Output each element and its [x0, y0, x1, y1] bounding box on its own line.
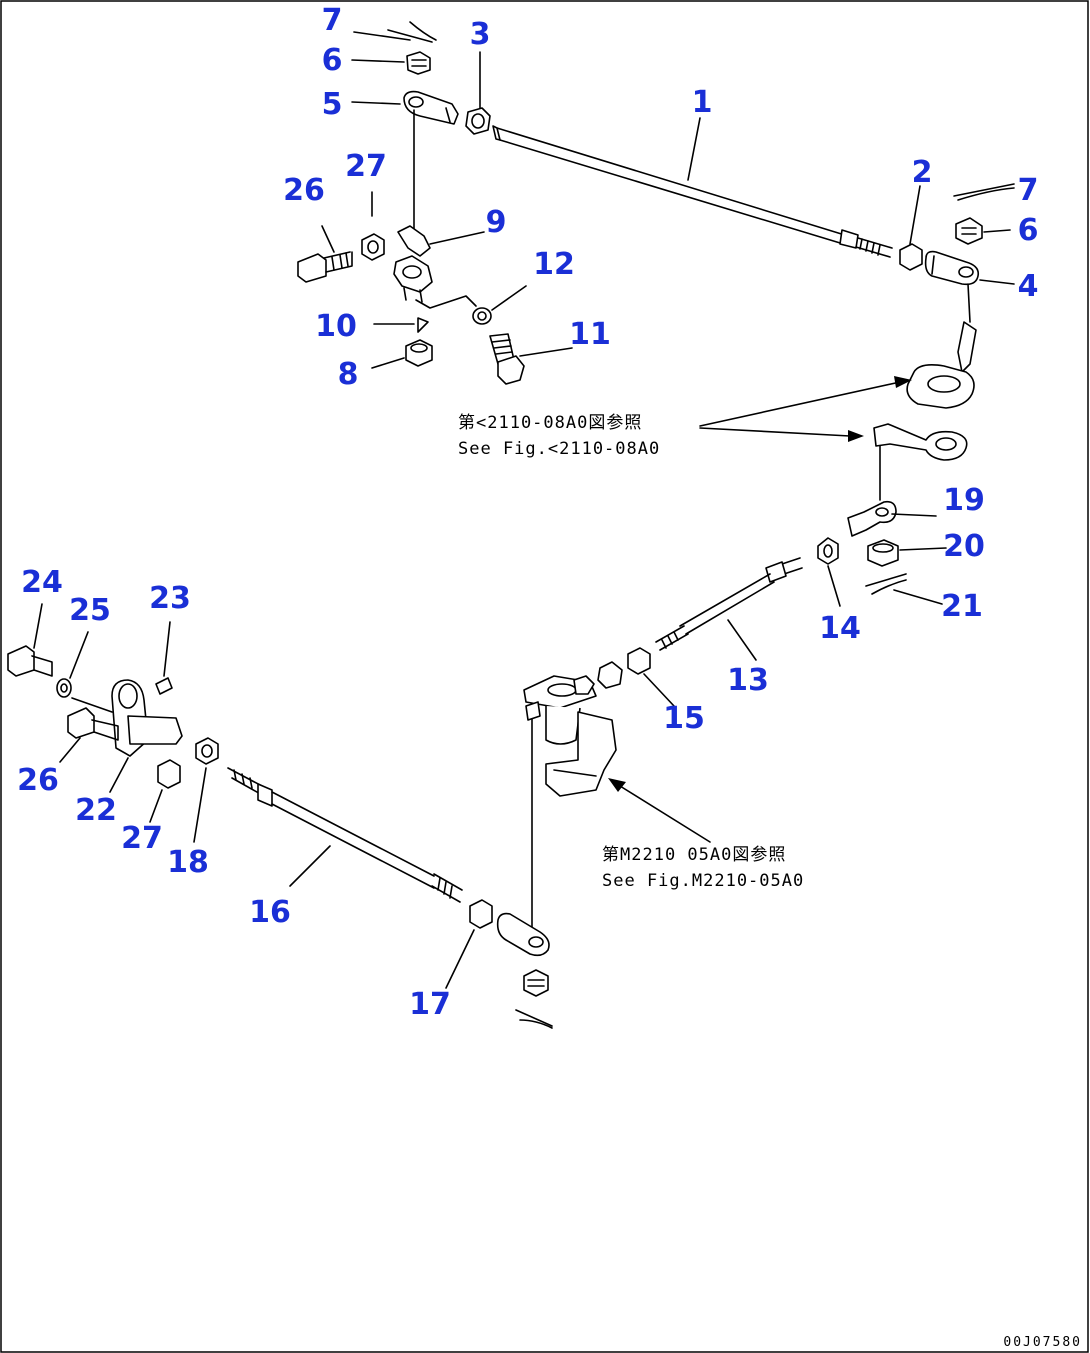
- adjusting-rod-13: [655, 557, 803, 651]
- nut-3-icon: [465, 107, 491, 135]
- castle-nut-bottom-icon: [523, 969, 549, 997]
- callout-22: 22: [75, 793, 117, 828]
- nut-20-icon: [867, 539, 899, 567]
- callout-16: 16: [249, 895, 291, 930]
- leader-lines: [33, 31, 1015, 989]
- cotter-pin-7-right-icon: [953, 183, 1015, 201]
- callout-14: 14: [819, 611, 861, 646]
- callout-27-upper: 27: [345, 149, 387, 184]
- callout-9: 9: [486, 205, 507, 240]
- callout-numbers: 7 6 5 3 1 2 7 6 4 27 26 9 12 10 11 8 19 …: [17, 3, 1038, 1022]
- pin-10-icon: [417, 317, 429, 333]
- reference-notes: 第<2110-08A0図参照 See Fig.<2110-08A0 第M2210…: [458, 413, 804, 891]
- lever-9-icon: [393, 225, 433, 303]
- drawing-code: 00J07580: [1003, 1335, 1082, 1350]
- callout-7-upper: 7: [322, 3, 343, 38]
- pitman-arm-icon: [873, 423, 968, 501]
- nut-27-lower-icon: [157, 759, 181, 789]
- upper-linkage: [297, 21, 1015, 501]
- callout-24: 24: [21, 565, 63, 600]
- callout-20: 20: [943, 529, 985, 564]
- callout-27-lower: 27: [121, 821, 163, 856]
- rod-end-4-icon: [924, 250, 980, 286]
- callout-13: 13: [727, 663, 769, 698]
- nut-17-icon: [469, 899, 493, 929]
- bolt-11-icon: [489, 333, 525, 385]
- washer-25-icon: [56, 678, 72, 698]
- callout-21: 21: [941, 589, 983, 624]
- callout-8: 8: [338, 357, 359, 392]
- callout-23: 23: [149, 581, 191, 616]
- callout-25: 25: [69, 593, 111, 628]
- callout-5: 5: [322, 87, 343, 122]
- reference-note-2-en: See Fig.M2210-05A0: [602, 871, 804, 891]
- cotter-pin-bottom-icon: [515, 1009, 553, 1029]
- nut-15-icon: [627, 647, 651, 675]
- callout-3: 3: [470, 17, 491, 52]
- tie-rod-upper: [492, 125, 893, 258]
- reference-note-1-en: See Fig.<2110-08A0: [458, 439, 660, 459]
- reference-note-1-jp: 第<2110-08A0図参照: [458, 413, 642, 433]
- nut-18-icon: [195, 737, 219, 765]
- bracket-22-icon: [71, 679, 183, 757]
- callout-11: 11: [569, 317, 611, 352]
- rod-end-bottom-icon: [496, 912, 550, 957]
- bracket-icon: [523, 675, 617, 797]
- callout-18: 18: [167, 845, 209, 880]
- callout-1: 1: [692, 85, 713, 120]
- nut-14-icon: [817, 537, 839, 565]
- callout-26-lower: 26: [17, 763, 59, 798]
- bolt-26-lower-icon: [67, 707, 119, 741]
- callout-7-right: 7: [1018, 173, 1039, 208]
- middle-linkage: [523, 500, 907, 939]
- rod-end-5-icon: [403, 90, 459, 125]
- nut-2-icon: [899, 243, 923, 271]
- callout-19: 19: [943, 483, 985, 518]
- washer-12-icon: [472, 307, 492, 325]
- callout-12: 12: [533, 247, 575, 282]
- tie-rod-lower: [227, 767, 463, 903]
- cotter-pin-7-icon: [387, 21, 437, 43]
- callout-2: 2: [912, 155, 933, 190]
- callout-4: 4: [1018, 269, 1039, 304]
- nut-8-icon: [405, 339, 433, 367]
- rod-end-19-icon: [847, 500, 897, 537]
- reference-note-2-jp: 第M2210 05A0図参照: [602, 845, 786, 865]
- lower-linkage: [7, 645, 553, 1029]
- cotter-pin-21-icon: [865, 573, 907, 595]
- reference-arrows: [608, 376, 912, 843]
- bolt-24-icon: [7, 645, 53, 677]
- callout-15: 15: [663, 701, 705, 736]
- steering-arm-icon: [906, 321, 977, 409]
- callout-17: 17: [409, 987, 451, 1022]
- castle-nut-6-right-icon: [955, 217, 983, 245]
- callout-6-right: 6: [1018, 213, 1039, 248]
- pin-23-icon: [155, 677, 173, 695]
- callout-26-upper: 26: [283, 173, 325, 208]
- callout-10: 10: [315, 309, 357, 344]
- castle-nut-6-icon: [406, 51, 431, 75]
- bolt-26-upper-icon: [297, 251, 353, 283]
- callout-6-upper: 6: [322, 43, 343, 78]
- nut-27-upper-icon: [361, 233, 385, 261]
